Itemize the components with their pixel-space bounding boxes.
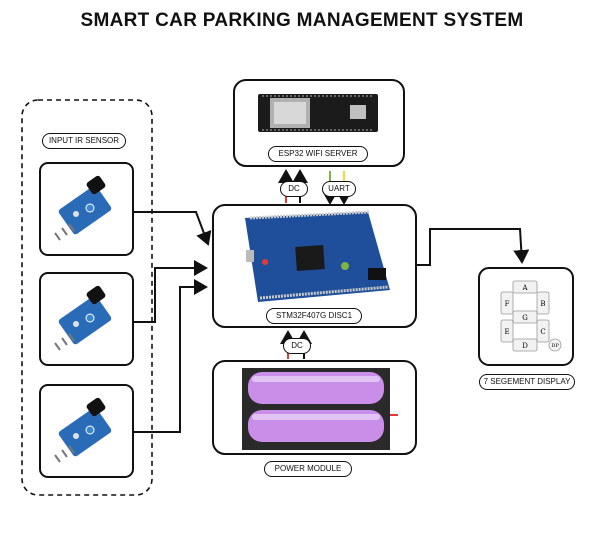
stm32-board <box>212 204 417 328</box>
sensor1-connection <box>133 211 212 246</box>
segment-g: G <box>522 314 528 322</box>
esp32-label: ESP32 WIFI SERVER <box>268 146 368 162</box>
seven-segment-display: A B C D E F G DP <box>478 267 574 366</box>
segment-e: E <box>504 328 509 336</box>
ir-sensor-2 <box>39 272 134 366</box>
dc-bottom-label: DC <box>283 338 311 354</box>
power-label: POWER MODULE <box>264 461 352 477</box>
segment-f: F <box>505 300 510 308</box>
uart-label: UART <box>322 181 356 197</box>
segment-dp: DP <box>551 343 559 349</box>
ir-sensor-1 <box>39 162 134 256</box>
stm32-label: STM32F407G DISC1 <box>266 308 362 324</box>
segment-d: D <box>522 342 528 350</box>
display-connection <box>416 228 530 266</box>
ir-sensor-label: INPUT IR SENSOR <box>42 133 126 149</box>
sensor2-connection <box>133 260 208 323</box>
ir-sensor-group <box>21 99 153 496</box>
esp32-module <box>233 79 405 167</box>
sensor3-connection <box>133 279 208 433</box>
segment-b: B <box>540 300 545 308</box>
power-module <box>212 360 417 455</box>
dc-top-label: DC <box>280 181 308 197</box>
segment-c: C <box>540 328 545 336</box>
segment-a: A <box>521 284 528 292</box>
ir-sensor-3 <box>39 384 134 478</box>
diagram-title: SMART CAR PARKING MANAGEMENT SYSTEM <box>80 10 524 31</box>
display-label: 7 SEGEMENT DISPLAY <box>479 374 575 390</box>
